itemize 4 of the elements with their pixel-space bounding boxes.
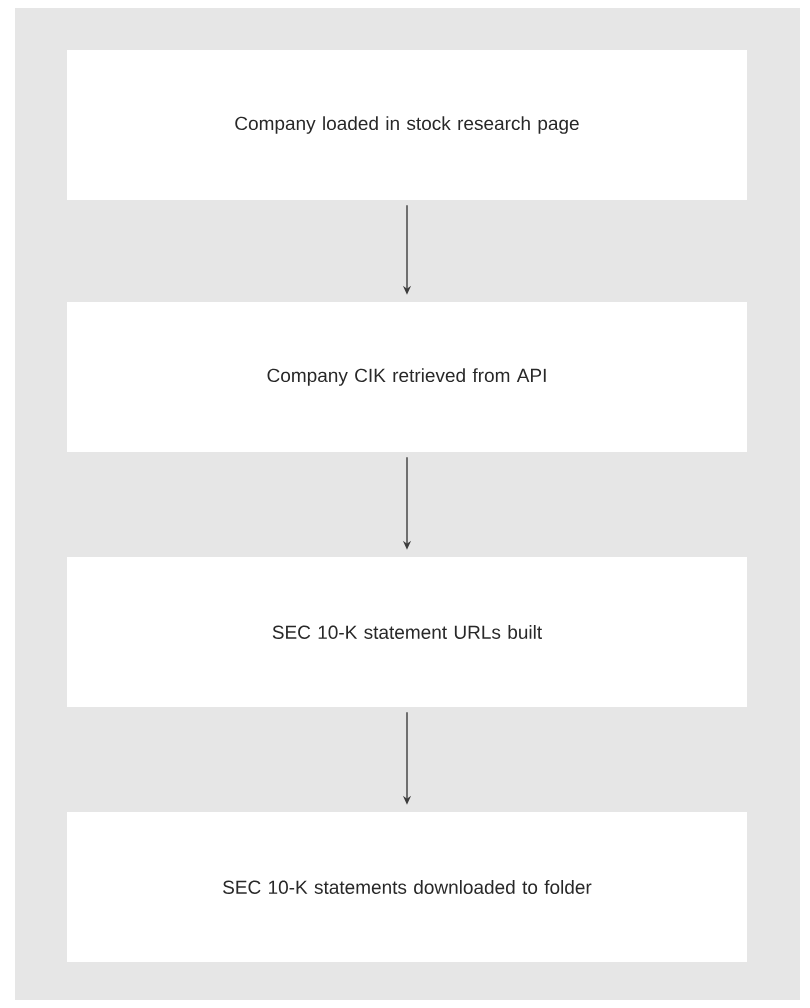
process-box: SEC 10-K statement URLs built: [67, 557, 747, 707]
process-box: SEC 10-K statements downloaded to folder: [67, 812, 747, 962]
process-box: Company loaded in stock research page: [67, 50, 747, 200]
process-box: Company CIK retrieved from API: [67, 302, 747, 452]
